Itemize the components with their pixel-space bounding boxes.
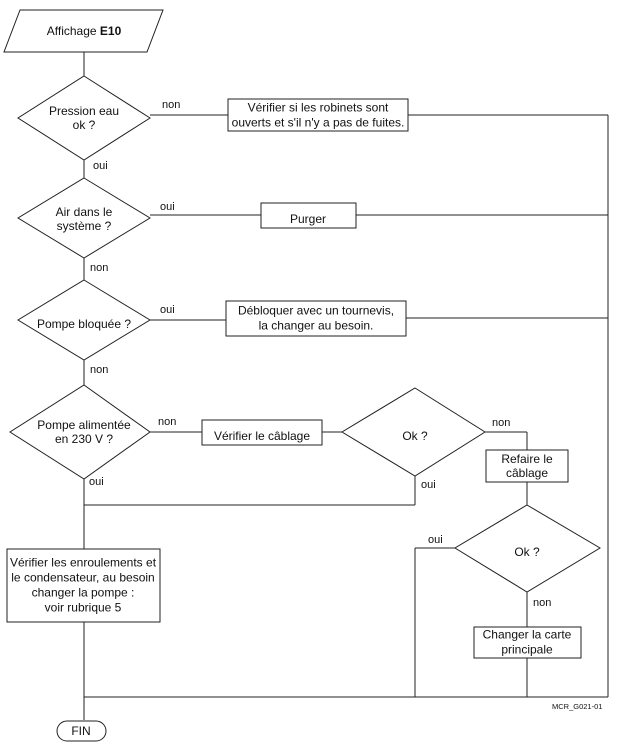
decision-ok-2-label-line-1: Ok ? [514,545,540,559]
edge-labels: non oui oui non oui non non oui non oui … [89,99,551,609]
edge-label-ok1-non: non [492,417,510,429]
action-changer-carte-label-line-1: Changer la carte [483,628,572,642]
action-verifier-enroulements-label-line-1: Vérifier les enroulements et [10,556,157,570]
decision-ok-2-label: Ok ? [514,545,540,559]
action-verifier-cablage-label-line-1: Vérifier le câblage [214,429,310,443]
edge-label-ok2-non: non [533,597,551,609]
decision-ok-2: Ok ? [454,504,601,593]
decision-air-label-line-2: système ? [57,219,112,233]
edge-label-air-oui: oui [160,201,175,213]
end-label: FIN [71,724,90,738]
start-shape [3,9,164,53]
edge-label-ok2-oui: oui [428,534,443,546]
action-verifier-cablage: Vérifier le câblage [201,419,323,446]
figure-reference: MCR_G021-01 [552,702,602,711]
edge-label-pression-non: non [162,99,180,111]
action-debloquer-label-line-1: Débloquer avec un tournevis, [238,304,394,318]
edge-label-air-non: non [90,262,108,274]
action-purger-label-line-1: Purger [290,212,326,226]
action-verifier-cablage-label: Vérifier le câblage [214,429,310,443]
edge-label-pression-oui: oui [93,160,108,172]
decision-pompe-bloquee-label-line-1: Pompe bloquée ? [37,317,131,331]
connector-lines [83,52,609,720]
action-changer-carte-label-line-2: principale [501,643,553,657]
action-verifier-enroulements-label-line-3: changer la pompe : [32,586,135,600]
edge-label-alimentee-oui: oui [89,476,104,488]
action-verifier-robinets-label-line-1: Vérifier si les robinets sont [248,101,389,115]
decision-pression-label-line-2: ok ? [73,118,96,132]
edge-label-bloquee-non: non [90,364,108,376]
start-display-node: Affichage E10 [3,9,164,53]
decision-pompe-bloquee-label: Pompe bloquée ? [37,317,131,331]
action-verifier-enroulements-label-line-2: le condensateur, au besoin [11,571,154,585]
edge-label-ok1-oui: oui [421,479,436,491]
action-verifier-enroulements-label-line-4: voir rubrique 5 [45,601,122,615]
decision-ok-1-label-line-1: Ok ? [402,429,428,443]
start-error-code: E10 [100,24,122,38]
decision-pression-label-line-1: Pression eau [49,104,119,118]
decision-pompe-alimentee-label-line-2: en 230 V ? [55,432,113,446]
action-refaire-cablage-label-line-1: Refaire le [501,452,553,466]
edge-label-bloquee-oui: oui [160,304,175,316]
action-purger-label: Purger [290,212,326,226]
decision-ok-1-label: Ok ? [402,429,428,443]
decision-ok-1: Ok ? [341,387,486,477]
end-node: FIN [56,720,107,742]
action-debloquer-label: Débloquer avec un tournevis,la changer a… [238,304,394,333]
decision-pompe-alimentee-label-line-1: Pompe alimentée [37,418,131,432]
action-verifier-robinets-label-line-2: ouverts et s'il n'y a pas de fuites. [232,116,405,130]
action-purger: Purger [260,202,357,229]
decision-pompe-bloquee: Pompe bloquée ? [17,279,151,361]
action-refaire-cablage-label-line-2: câblage [506,466,548,480]
action-debloquer-label-line-2: la changer au besoin. [259,319,374,333]
edge-label-alimentee-non: non [158,416,176,428]
svg-text:Affichage E10: Affichage E10 [47,24,122,38]
action-debloquer: Débloquer avec un tournevis,la changer a… [225,300,407,337]
start-label: Affichage [47,24,100,38]
decision-air-label-line-1: Air dans le [56,205,113,219]
